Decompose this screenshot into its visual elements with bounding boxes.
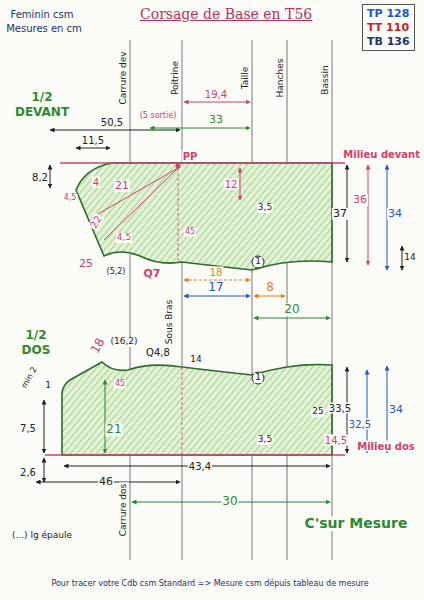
dimension-label: Taille (241, 66, 251, 91)
dimension-label: Carrure dev (119, 50, 129, 105)
dimension-label: 4 (92, 177, 100, 188)
dimension-label: 2,6 (19, 467, 37, 478)
dimension-label: 21 (114, 180, 130, 192)
dimension-label: 8 (265, 281, 275, 294)
dimension-label: Poitrine (171, 60, 181, 96)
dimension-label: 50,5 (100, 117, 124, 128)
dimension-label: 1 (254, 257, 262, 267)
dimension-label: 33 (208, 114, 224, 126)
dimension-label: 4,5 (116, 233, 132, 243)
dimension-label: 37 (332, 208, 348, 220)
dimension-label: 45 (184, 228, 196, 237)
dimension-label: 18 (209, 267, 224, 278)
dimension-label: 1 (254, 373, 262, 383)
dimension-label: 1 (44, 381, 52, 391)
dimension-label: 21 (105, 423, 122, 436)
dimension-label: (...) lg épaule (11, 531, 73, 541)
dimension-label: Mesures en cm (5, 23, 83, 34)
dimension-label: 25 (311, 407, 324, 417)
back-panel (62, 362, 332, 455)
dimension-label: Carrure dos (119, 483, 129, 538)
stamp-line: TP 128 (367, 7, 410, 21)
dimension-label: Feminin csm (10, 9, 75, 20)
dimension-label: (5 sortie) (139, 112, 178, 121)
dimension-label: 19,4 (204, 89, 228, 100)
dimension-label: 36 (352, 194, 368, 206)
dimension-label: 3,5 (257, 435, 273, 445)
dimension-label: PP (182, 151, 199, 162)
dimension-label: 8,2 (31, 172, 49, 183)
dimension-label: (5,2) (106, 268, 127, 277)
size-stamp: TP 128TT 110TB 136 (362, 4, 415, 51)
dimension-label: Hanches (276, 58, 286, 99)
dimension-label: 25 (78, 258, 94, 270)
dimension-label: 14 (189, 355, 202, 365)
dimension-label: 1/2 (24, 329, 47, 342)
dimension-label: 34 (387, 208, 403, 220)
dimension-label: 17 (207, 281, 224, 294)
dimension-label: 20 (283, 303, 300, 316)
dimension-label: 7,5 (19, 423, 37, 434)
dimension-label: 12 (224, 179, 239, 190)
dimension-label: Q4,8 (145, 347, 171, 358)
dimension-label: 33,5 (328, 403, 352, 414)
dimension-label: Milieu devant (342, 149, 421, 160)
dimension-label: Bassin (321, 64, 331, 95)
dimension-label: 34 (388, 404, 404, 416)
dimension-label: 14,5 (324, 435, 348, 446)
dimension-label: 3,5 (257, 203, 273, 213)
dimension-label: 30 (221, 495, 238, 508)
dimension-label: 1/2 (30, 91, 53, 104)
stamp-line: TT 110 (367, 21, 410, 35)
dimension-label: 32,5 (348, 419, 372, 430)
front-panel (76, 163, 332, 270)
dimension-label: Milieu dos (356, 441, 416, 452)
dimension-label: 11,5 (81, 135, 105, 146)
dimension-label: Pour tracer votre Cdb csm Standard => Me… (50, 580, 369, 589)
dimension-label: 4,5 (63, 194, 78, 203)
title: Corsage de Base en T56 (140, 6, 312, 22)
dimension-label: 45 (114, 380, 126, 389)
dimension-label: 46 (98, 476, 114, 488)
dimension-label: DOS (21, 344, 52, 357)
dimension-label: Sous Bras (165, 299, 175, 346)
dimension-label: 43,4 (188, 461, 212, 472)
dimension-label: 14 (403, 253, 416, 263)
dimension-label: DEVANT (14, 106, 70, 119)
stamp-line: TB 136 (367, 35, 410, 49)
dimension-label: Q7 (142, 268, 161, 280)
dimension-label: (16,2) (109, 337, 138, 347)
dimension-label: C'sur Mesure (304, 516, 409, 531)
